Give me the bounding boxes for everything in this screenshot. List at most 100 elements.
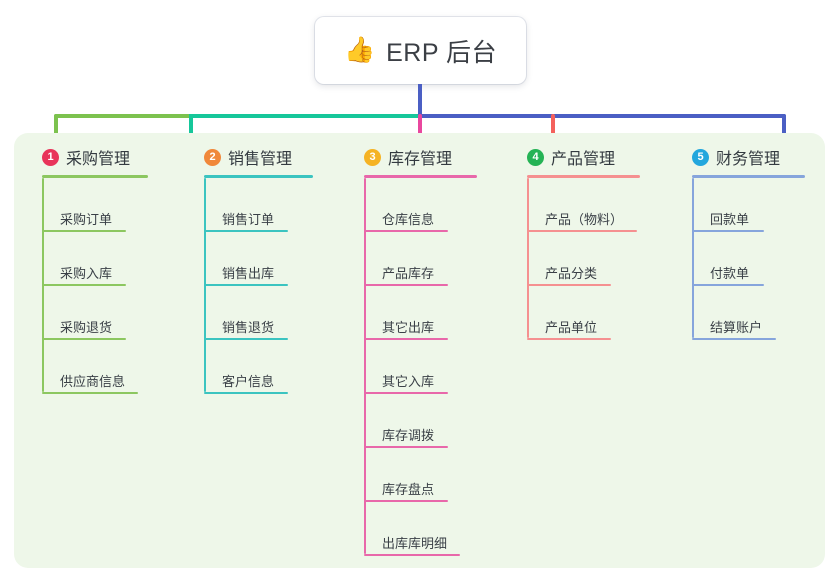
branch-index-badge: 4 [527,148,544,166]
branch-item[interactable]: 产品（物料） [527,178,640,232]
branch-item-rule [527,338,611,340]
branch-item-rule [364,554,460,556]
branch-item[interactable]: 产品单位 [527,286,640,340]
branch-item-label: 产品（物料） [545,212,624,227]
branch-header-rule [204,175,313,178]
thumbs-up-icon: 👍 [343,36,376,64]
branch-item-label: 采购退货 [60,320,113,335]
branch-header-rule [364,175,477,178]
branch-item[interactable]: 采购入库 [42,232,148,286]
branch-item-rule [42,392,138,394]
branch-item[interactable]: 销售出库 [204,232,313,286]
branch-spine [364,178,366,554]
branch-header-2[interactable]: 2 销售管理 [204,145,313,169]
branch-item-rule [364,338,448,340]
branch-item-label: 出库库明细 [382,536,448,551]
branch-item-label: 库存调拨 [382,428,435,443]
branch-item[interactable]: 采购退货 [42,286,148,340]
branch-items: 采购订单采购入库采购退货供应商信息 [42,178,148,394]
branch-index-badge: 2 [204,148,221,166]
branch-item-label: 客户信息 [222,374,275,389]
branch-item-rule [364,230,448,232]
branch-item-rule [42,338,126,340]
branch-item-label: 产品库存 [382,266,435,281]
branch-item-label: 仓库信息 [382,212,435,227]
branch-index-badge: 5 [692,148,709,166]
branch-item[interactable]: 产品库存 [364,232,477,286]
branch-item-rule [204,392,288,394]
branch-item[interactable]: 其它入库 [364,340,477,394]
branch-title: 采购管理 [66,151,131,168]
branch-items: 产品（物料） 产品分类产品单位 [527,178,640,340]
branch-items: 仓库信息产品库存其它出库其它入库库存调拨库存盘点出库库明细 [364,178,477,556]
connector-root-stem [418,84,422,117]
root-title: ERP 后台 [386,38,498,67]
branch-item[interactable]: 库存调拨 [364,394,477,448]
branch-header-rule [42,175,148,178]
branches-panel: 1 采购管理采购订单采购入库采购退货供应商信息 2 销售管理销售订单销售出库销售退货客… [14,133,825,568]
branch-item-label: 销售退货 [222,320,275,335]
branch-item-label: 其它出库 [382,320,435,335]
branch-item-label: 采购入库 [60,266,113,281]
branch-item-rule [364,500,448,502]
branch-item-label: 产品单位 [545,320,598,335]
branch-item-label: 库存盘点 [382,482,435,497]
branch-item[interactable]: 出库库明细 [364,502,477,556]
branch-item-label: 采购订单 [60,212,113,227]
branch-item-label: 其它入库 [382,374,435,389]
branch-item[interactable]: 库存盘点 [364,448,477,502]
branch-column-4: 4 产品管理产品（物料） 产品分类产品单位 [527,145,640,340]
branch-title: 财务管理 [716,151,781,168]
branch-item[interactable]: 其它出库 [364,286,477,340]
branch-column-3: 3 库存管理仓库信息产品库存其它出库其它入库库存调拨库存盘点出库库明细 [364,145,477,556]
branch-header-rule [527,175,640,178]
branch-item-label: 付款单 [710,266,750,281]
branch-header-3[interactable]: 3 库存管理 [364,145,477,169]
branch-item[interactable]: 产品分类 [527,232,640,286]
branch-item[interactable]: 结算账户 [692,286,805,340]
branch-item-rule [527,284,611,286]
branch-item-label: 销售出库 [222,266,275,281]
branch-item-rule [42,230,126,232]
branch-item-rule [692,284,764,286]
connector-trunk-green [54,114,189,118]
branch-item[interactable]: 供应商信息 [42,340,148,394]
branch-spine [692,178,694,338]
connector-trunk-teal [189,114,420,118]
branch-item-rule [204,230,288,232]
branch-title: 销售管理 [228,151,293,168]
branch-header-1[interactable]: 1 采购管理 [42,145,148,169]
branch-column-1: 1 采购管理采购订单采购入库采购退货供应商信息 [42,145,148,394]
branch-item-rule [204,284,288,286]
branch-item-rule [364,446,448,448]
branch-index-badge: 3 [364,148,381,166]
branch-index-badge: 1 [42,148,59,166]
branch-item[interactable]: 仓库信息 [364,178,477,232]
branch-column-2: 2 销售管理销售订单销售出库销售退货客户信息 [204,145,313,394]
branch-item-label: 结算账户 [710,320,763,335]
branch-item-rule [527,230,637,232]
branch-item[interactable]: 付款单 [692,232,805,286]
branch-column-5: 5 财务管理回款单付款单结算账户 [692,145,805,340]
branch-title: 库存管理 [388,151,453,168]
branch-item-rule [364,392,448,394]
branch-item[interactable]: 回款单 [692,178,805,232]
branch-title: 产品管理 [551,151,616,168]
branch-item[interactable]: 采购订单 [42,178,148,232]
branch-item-label: 销售订单 [222,212,275,227]
branch-header-5[interactable]: 5 财务管理 [692,145,805,169]
branch-item-rule [204,338,288,340]
branch-item[interactable]: 销售退货 [204,286,313,340]
branch-header-4[interactable]: 4 产品管理 [527,145,640,169]
branch-item-label: 产品分类 [545,266,598,281]
branch-item[interactable]: 客户信息 [204,340,313,394]
branch-header-rule [692,175,805,178]
branch-item-rule [364,284,448,286]
connector-trunk-indigo [418,114,786,118]
branch-items: 回款单付款单结算账户 [692,178,805,340]
branch-item-label: 回款单 [710,212,750,227]
branch-item[interactable]: 销售订单 [204,178,313,232]
root-node[interactable]: 👍 ERP 后台 [315,17,526,84]
branch-item-rule [42,284,126,286]
